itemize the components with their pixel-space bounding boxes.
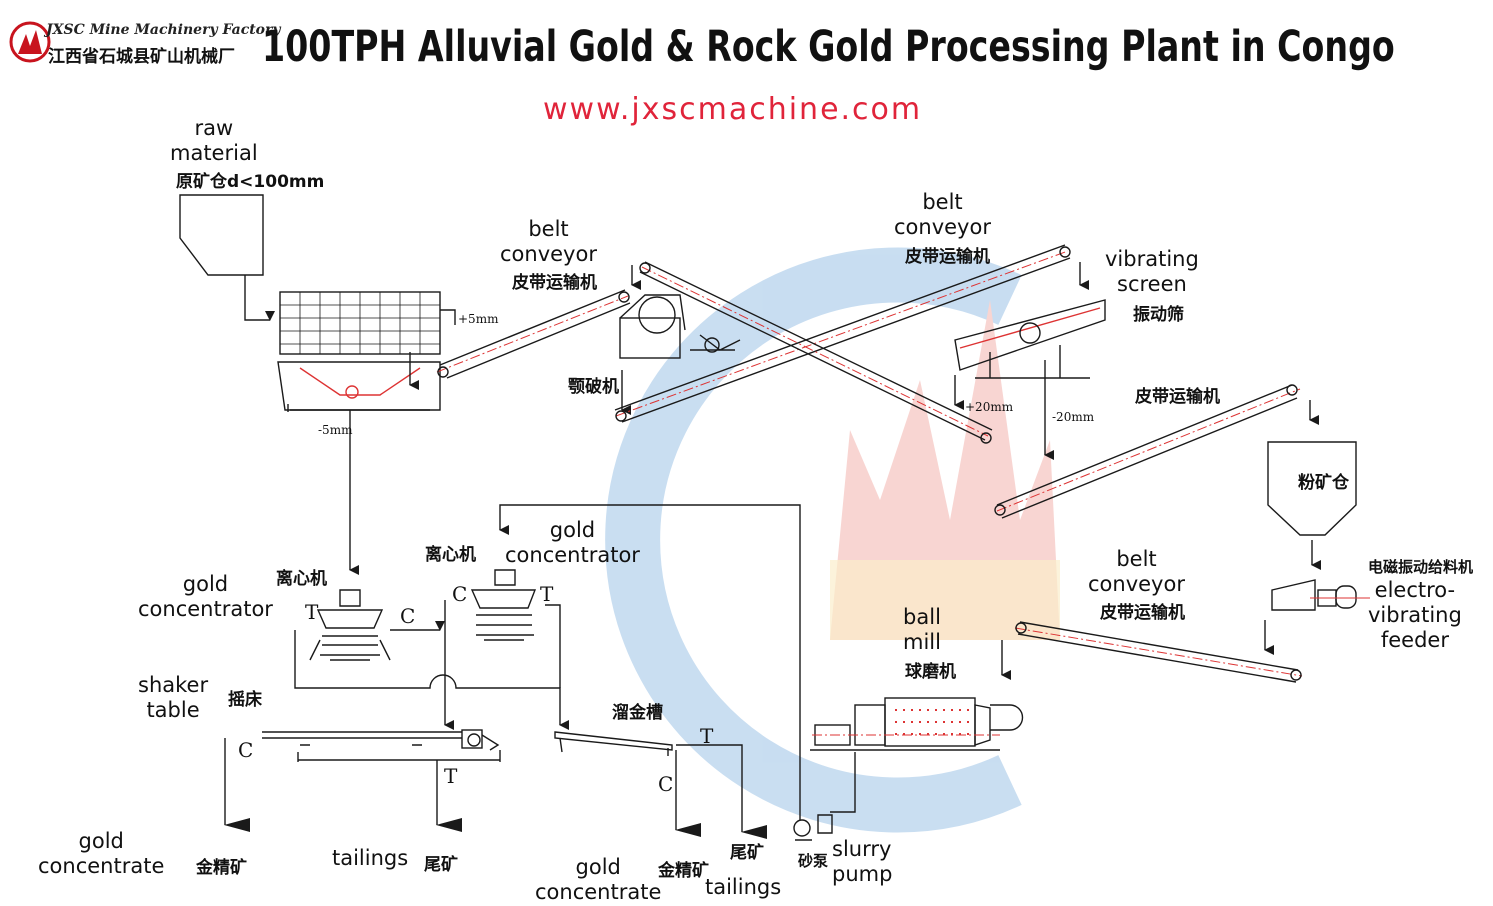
tailings-1-label: tailings (332, 846, 409, 870)
slurry-pump-cn: 砂泵 (798, 852, 829, 870)
powder-bin (1267, 441, 1357, 536)
electro-vibrating-feeder (1271, 579, 1370, 611)
page-title: 100TPH Alluvial Gold & Rock Gold Process… (262, 22, 1395, 72)
gold-concentrator-2-cn: 离心机 (425, 545, 476, 565)
stream-letter-t: T (305, 600, 319, 624)
company-logo: JXSC Mine Machinery Factory 江西省石城县矿山机械厂 (8, 20, 281, 70)
belt-conveyor-3-cn: 皮带运输机 (1135, 387, 1220, 407)
belt-conveyor-2-cn: 皮带运输机 (905, 247, 990, 267)
slurry-pump (499, 504, 856, 841)
minus20-label: -20mm (1052, 410, 1095, 424)
slurry-pump-label: slurry pump (832, 837, 893, 886)
plus20-label: +20mm (965, 400, 1014, 414)
ball-mill (810, 697, 1024, 751)
stream-letter-t: T (444, 764, 458, 788)
gold-concentrator-1 (294, 589, 569, 730)
ball-mill-label: ball mill (903, 605, 941, 654)
jaw-crusher (619, 265, 741, 359)
belt-conveyor-1 (436, 289, 631, 379)
stream-letter-c: C (452, 582, 468, 606)
gold-concentrator-2-label: gold concentrator (505, 518, 640, 567)
belt-conveyor-1-label: belt conveyor (500, 217, 597, 266)
watermark-logo (605, 247, 1060, 833)
raw-material-hopper (179, 194, 264, 276)
gold-concentrate-1-label: gold concentrate (38, 829, 165, 878)
logo-mark-icon (9, 21, 51, 63)
belt-conveyor-3 (994, 384, 1301, 519)
powder-bin-cn: 粉矿仓 (1298, 473, 1349, 493)
tailings-2-label: tailings (705, 875, 782, 899)
belt-conveyor-2 (614, 244, 1071, 423)
website-link[interactable]: www.jxscmachine.com (543, 92, 923, 127)
trommel-screen (277, 291, 456, 412)
stream-letter-c: C (400, 604, 416, 628)
company-name-cn: 江西省石城县矿山机械厂 (48, 47, 235, 67)
stream-letter-t: T (540, 582, 554, 606)
stream-letter-c: C (658, 772, 674, 796)
shaker-table (224, 729, 501, 832)
gold-concentrate-2-cn: 金精矿 (658, 861, 709, 881)
stream-letter-t: T (700, 724, 714, 748)
feeder-label: electro- vibrating feeder (1368, 578, 1462, 652)
shaker-table-label: shaker table (138, 673, 209, 722)
gold-concentrator-2 (444, 569, 561, 730)
feeder-cn: 电磁振动给料机 (1368, 558, 1474, 576)
belt-conveyor-4 (1014, 621, 1303, 683)
vibrating-screen-label: vibrating screen (1105, 247, 1199, 296)
belt-conveyor-return (639, 261, 993, 444)
raw-material-label: raw material (170, 116, 258, 165)
vibrating-screen (954, 262, 1106, 460)
shaker-table-cn: 摇床 (228, 690, 262, 710)
jaw-crusher-cn: 颚破机 (568, 377, 619, 397)
minus5-label: -5mm (318, 423, 353, 437)
tailings-1-cn: 尾矿 (424, 855, 458, 875)
company-name-en: JXSC Mine Machinery Factory (46, 22, 281, 38)
plus5-label: +5mm (458, 312, 499, 326)
belt-conveyor-2-label: belt conveyor (894, 190, 991, 239)
gold-concentrate-1-cn: 金精矿 (196, 858, 247, 878)
tailings-2-cn: 尾矿 (730, 843, 764, 863)
vibrating-screen-cn: 振动筛 (1133, 305, 1184, 325)
gold-concentrate-2-label: gold concentrate (535, 855, 662, 904)
sluice (554, 731, 767, 839)
belt-conveyor-4-cn: 皮带运输机 (1100, 603, 1185, 623)
raw-material-cn: 原矿仓d<100mm (176, 172, 325, 192)
gold-concentrator-1-label: gold concentrator (138, 572, 273, 621)
stream-letter-c: C (238, 738, 254, 762)
gold-concentrator-1-cn: 离心机 (276, 569, 327, 589)
belt-conveyor-4-label: belt conveyor (1088, 547, 1185, 596)
ball-mill-cn: 球磨机 (905, 662, 956, 682)
sluice-cn: 溜金槽 (612, 703, 663, 723)
belt-conveyor-1-cn: 皮带运输机 (512, 273, 597, 293)
